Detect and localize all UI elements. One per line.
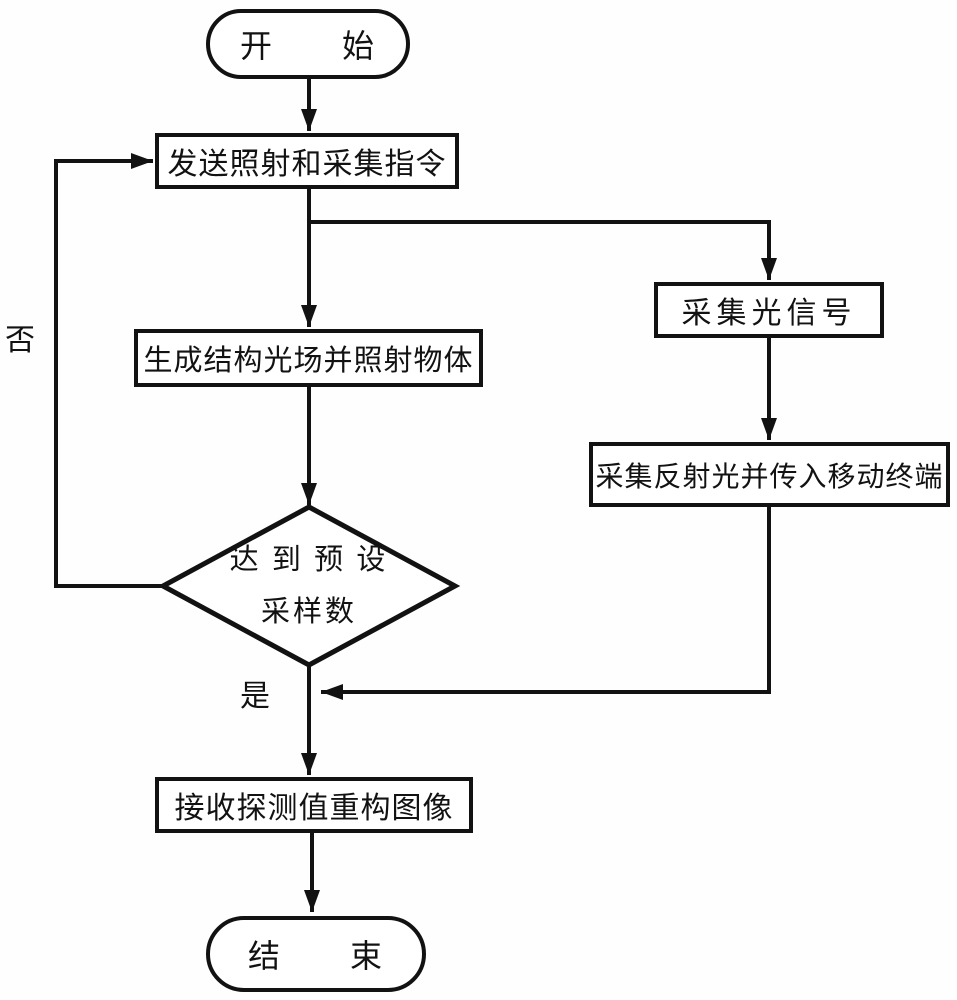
start-label: 开 始 (239, 28, 376, 64)
decision-label-line2: 采样数 (260, 596, 357, 628)
decision-label: 达 到 预 设 采样数 (189, 534, 429, 638)
process-receive-reconstruct: 接收探测值重构图像 (155, 777, 473, 833)
edge-decision-no-loop (54, 153, 163, 588)
process-collect-light-signal: 采集光信号 (654, 282, 884, 338)
end-label: 结 束 (247, 938, 384, 974)
process-send-command: 发送照射和采集指令 (155, 133, 459, 189)
decision-diamond-shape (157, 504, 461, 668)
decision-label-line1: 达 到 预 设 (229, 544, 389, 576)
edge-label-no: 否 (5, 324, 35, 357)
collect-light-signal-label: 采集光信号 (681, 297, 857, 330)
receive-reconstruct-label: 接收探测值重构图像 (174, 792, 454, 825)
send-command-label: 发送照射和采集指令 (167, 148, 447, 181)
generate-light-field-label: 生成结构光场并照射物体 (143, 345, 474, 377)
edge-label-yes: 是 (240, 680, 270, 713)
process-generate-light-field: 生成结构光场并照射物体 (134, 329, 483, 387)
edge-send-to-collect-signal (309, 220, 777, 280)
start-node: 开 始 (206, 9, 410, 79)
process-collect-reflected-light: 采集反射光并传入移动终端 (589, 442, 950, 507)
collect-reflected-light-label: 采集反射光并传入移动终端 (595, 461, 944, 493)
end-node: 结 束 (206, 916, 426, 992)
edge-reflected-to-merge (321, 505, 771, 700)
